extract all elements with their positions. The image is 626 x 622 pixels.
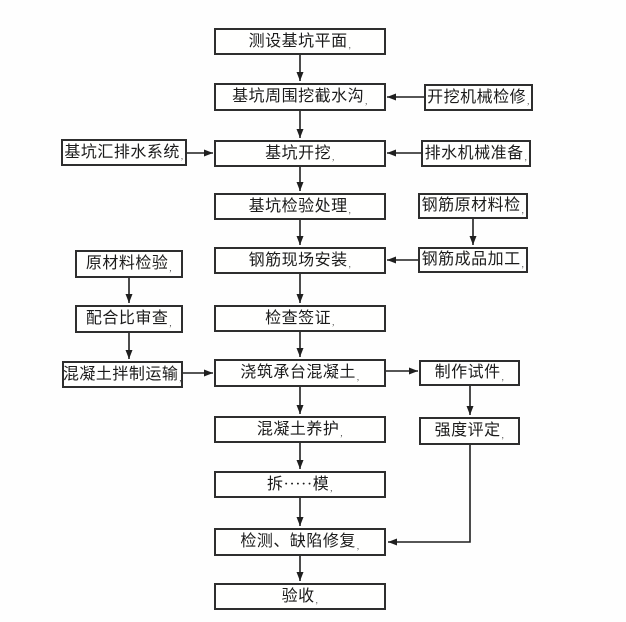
- flow-node-label: 基坑周围挖截水沟: [232, 88, 365, 105]
- paragraph-mark: ,: [501, 429, 505, 440]
- paragraph-mark: ,: [169, 317, 173, 328]
- paragraph-mark: ,: [527, 96, 530, 106]
- paragraph-mark: ,: [521, 204, 525, 215]
- paragraph-mark: ,: [332, 317, 335, 327]
- paragraph-mark: ,: [179, 373, 183, 383]
- flow-node-testing-defect-repair: 检测、缺陷修复,: [214, 528, 386, 556]
- flow-node-inspection-visa: 检查签证,: [214, 305, 386, 332]
- paragraph-mark: ,: [521, 258, 525, 269]
- flow-node-pit-inspection-treatment: 基坑检验处理,: [214, 193, 386, 220]
- flow-node-label: 基坑汇排水系统: [64, 143, 180, 161]
- flow-node-label: 排水机械准备: [424, 144, 524, 162]
- paragraph-mark: ,: [356, 371, 360, 382]
- edge-strength-to-testing: [388, 445, 471, 546]
- flow-node-concrete-mixing-transport: 混凝土拌制运输,: [62, 361, 183, 388]
- flow-node-label: 混凝土拌制运输: [62, 365, 179, 383]
- flow-node-strength-evaluation: 强度评定,: [419, 417, 520, 445]
- paragraph-mark: ,: [348, 205, 352, 215]
- flow-node-pour-cap-concrete: 浇筑承台混凝土,: [214, 359, 386, 387]
- flow-node-label: 混凝土养护: [256, 420, 340, 438]
- flow-node-label: 浇筑承台混凝土: [240, 364, 356, 381]
- flow-node-make-test-specimen: 制作试件,: [419, 360, 520, 386]
- flow-node-label: 配合比审查: [85, 310, 169, 327]
- flow-node-label: 拆·····模: [267, 475, 330, 493]
- paragraph-mark: ,: [348, 259, 352, 269]
- flow-node-label: 开挖机械检修: [427, 88, 527, 106]
- paragraph-mark: ,: [356, 540, 360, 551]
- flow-node-drainage-machine-prep: 排水机械准备,: [421, 140, 531, 167]
- flow-node-label: 基坑开挖: [265, 144, 332, 162]
- flow-node-rebar-product-processing: 钢筋成品加工,: [418, 247, 528, 273]
- paragraph-mark: ,: [348, 40, 352, 50]
- paragraph-mark: ,: [365, 95, 368, 106]
- flow-node-rebar-site-installation: 钢筋现场安装,: [214, 247, 386, 274]
- paragraph-mark: ,: [169, 262, 173, 273]
- flow-node-raw-material-inspection: 原材料检验,: [75, 250, 183, 278]
- flow-node-excavator-maintenance: 开挖机械检修,: [424, 84, 533, 111]
- flow-node-label: 测设基坑平面: [248, 32, 348, 50]
- flow-node-label: 检查签证: [265, 309, 332, 327]
- flow-node-label: 基坑检验处理: [248, 197, 348, 215]
- paragraph-mark: ,: [340, 428, 344, 438]
- flow-node-acceptance: 验收,: [214, 583, 386, 610]
- flow-node-label: 检测、缺陷修复: [240, 533, 356, 550]
- flow-node-mix-ratio-review: 配合比审查,: [75, 305, 183, 333]
- paragraph-mark: ,: [332, 152, 335, 162]
- flow-node-label: 验收: [281, 587, 315, 605]
- paragraph-mark: ,: [524, 152, 528, 162]
- flow-node-survey-pit-plane: 测设基坑平面,: [214, 28, 386, 55]
- paragraph-mark: ,: [330, 483, 333, 493]
- flow-node-pit-excavation: 基坑开挖,: [214, 140, 386, 167]
- flow-node-concrete-curing: 混凝土养护,: [214, 416, 386, 443]
- flow-node-label: 钢筋原材料检: [421, 197, 521, 214]
- flow-node-rebar-raw-material-check: 钢筋原材料检,: [418, 193, 528, 219]
- paragraph-mark: ,: [501, 371, 505, 382]
- flow-node-label: 钢筋成品加工: [421, 251, 521, 268]
- flow-node-dig-intercepting-ditch: 基坑周围挖截水沟,: [214, 83, 386, 111]
- flow-node-label: 钢筋现场安装: [248, 251, 348, 269]
- paragraph-mark: ,: [180, 151, 184, 161]
- paragraph-mark: ,: [315, 595, 319, 605]
- flow-node-label: 制作试件: [434, 364, 501, 381]
- flow-node-pit-drainage-system: 基坑汇排水系统,: [61, 139, 187, 166]
- flow-edges: [125, 55, 477, 581]
- flow-node-label: 原材料检验: [85, 255, 169, 272]
- flow-node-label: 强度评定: [434, 422, 501, 439]
- flow-node-formwork-removal: 拆·····模,: [214, 471, 386, 498]
